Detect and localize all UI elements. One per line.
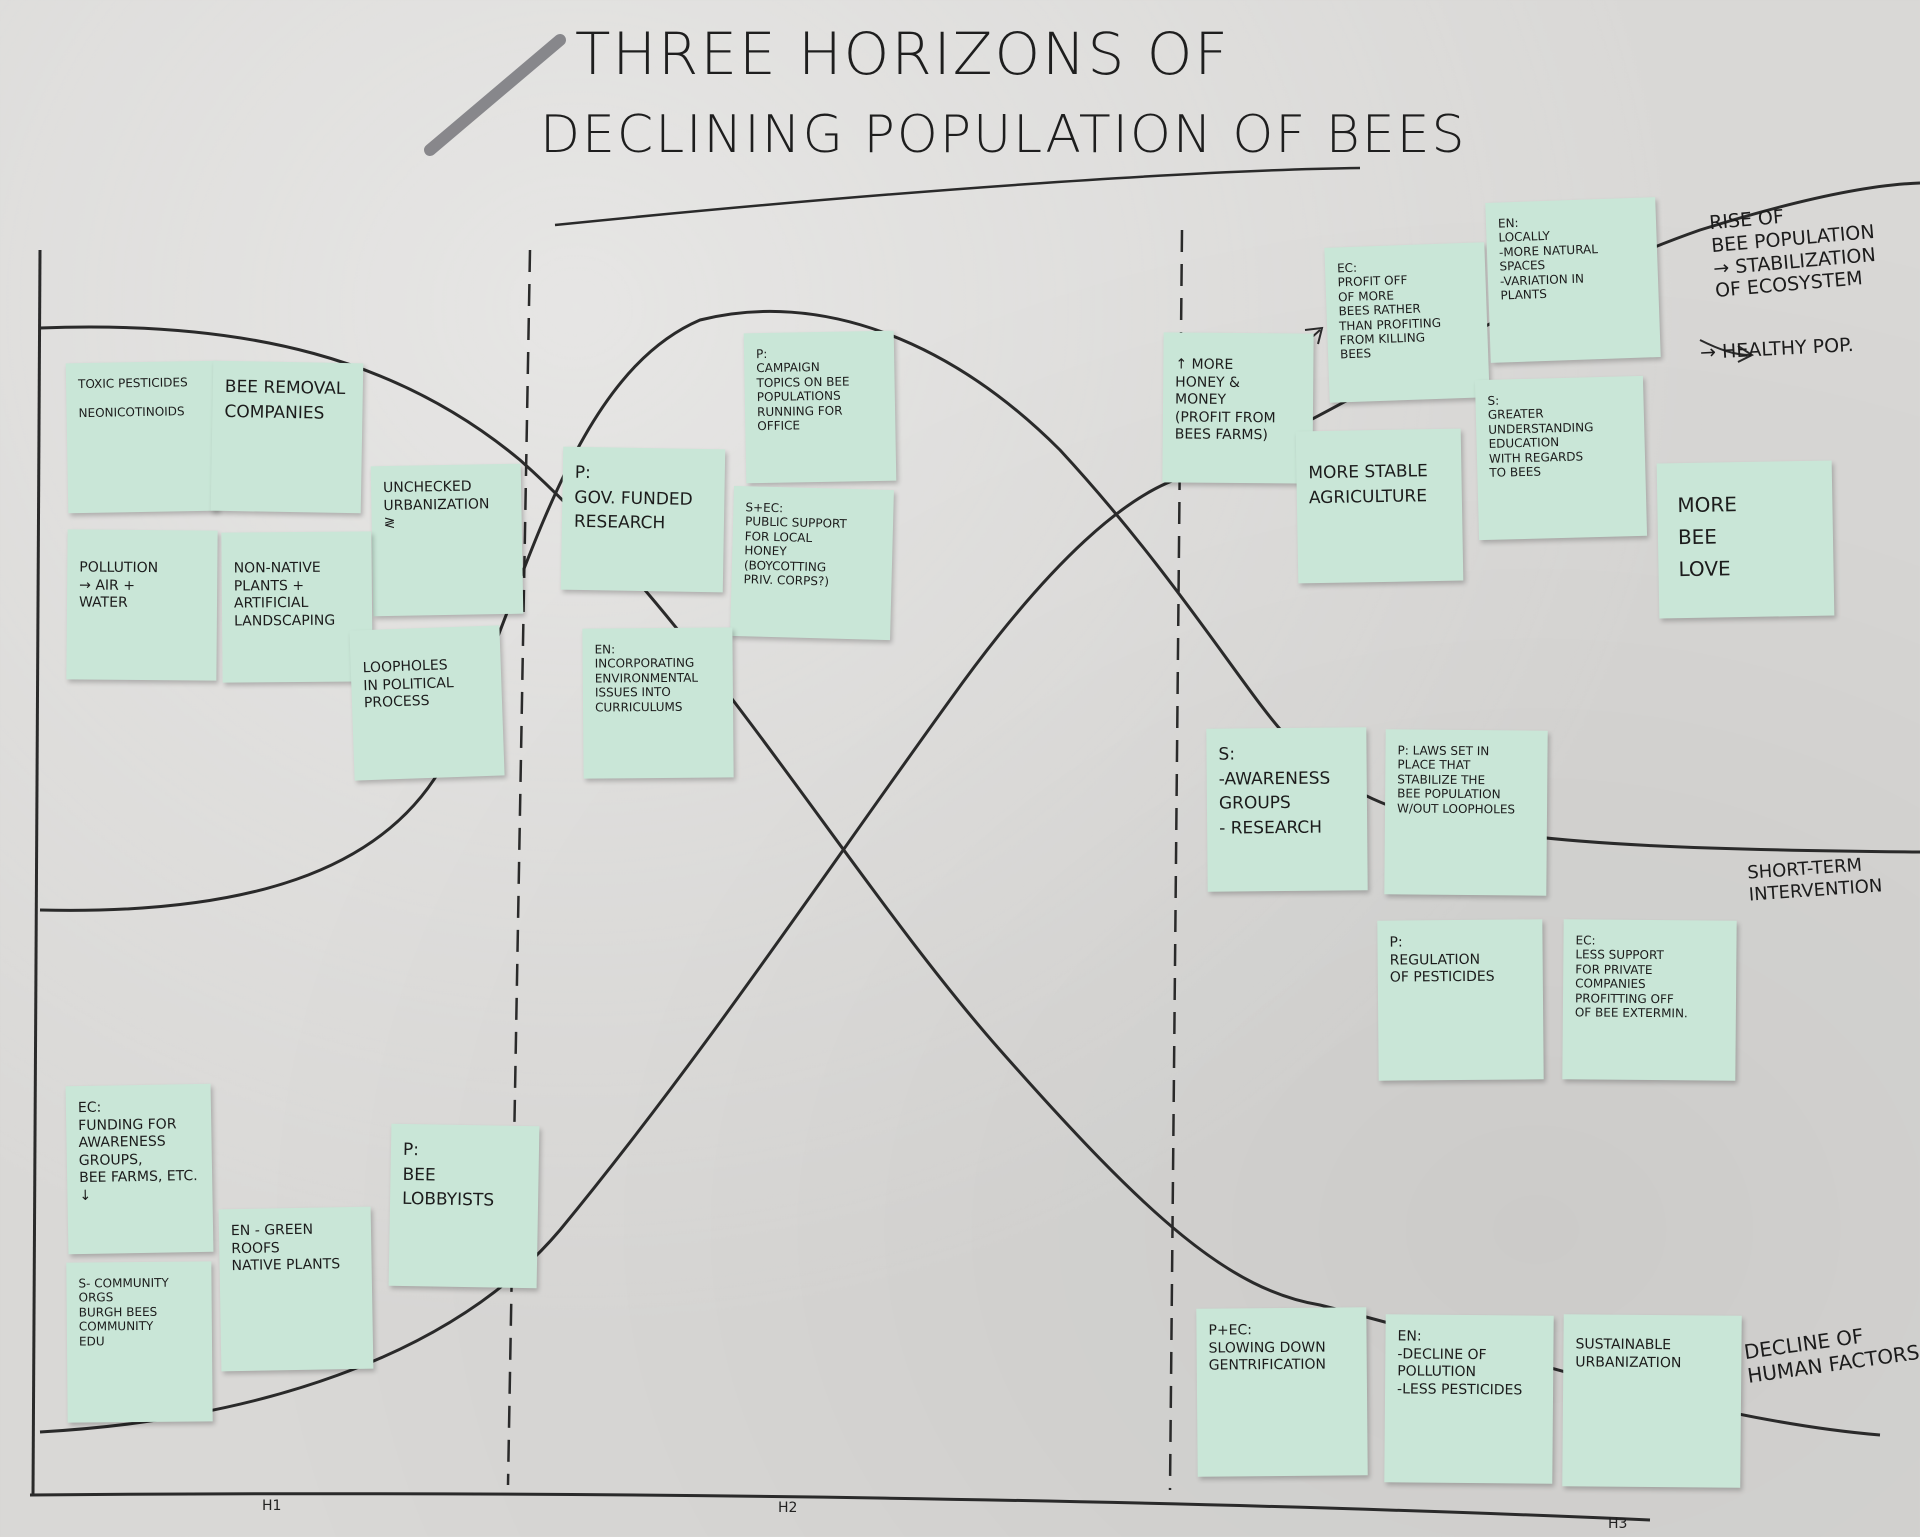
sticky-note-more-honey: ↑ MORE HONEY & MONEY (PROFIT FROM BEES F…	[1162, 332, 1314, 484]
sticky-note-ec-funding: EC: FUNDING FOR AWARENESS GROUPS, BEE FA…	[65, 1083, 214, 1255]
sticky-note-p-laws: P: LAWS SET IN PLACE THAT STABILIZE THE …	[1384, 729, 1548, 896]
sticky-note-s-community-orgs: S- COMMUNITY ORGS BURGH BEES COMMUNITY E…	[66, 1261, 213, 1423]
sticky-note-en-natural-spaces: EN: LOCALLY -MORE NATURAL SPACES -VARIAT…	[1485, 197, 1661, 363]
sticky-note-ec-less-support: EC: LESS SUPPORT FOR PRIVATE COMPANIES P…	[1562, 919, 1737, 1081]
divider-h1-h2	[506, 249, 532, 1486]
sticky-note-gov-funded-research: P: GOV. FUNDED RESEARCH	[560, 446, 726, 593]
arrow-healthy-head	[1737, 345, 1755, 363]
sticky-note-pollution: POLLUTION → AIR + WATER	[66, 529, 218, 681]
sticky-note-en-green-roofs: EN - GREEN ROOFS NATIVE PLANTS	[218, 1206, 374, 1372]
sticky-note-p-bee-lobbyists: P: BEE LOBBYISTS	[388, 1123, 540, 1289]
sticky-note-loopholes: LOOPHOLES IN POLITICAL PROCESS	[349, 625, 505, 781]
sticky-note-bee-removal: BEE REMOVAL COMPANIES	[210, 360, 364, 514]
axis-label-h3: H3	[1608, 1516, 1628, 1532]
axis-label-h2: H2	[778, 1500, 798, 1516]
title-line-1: THREE HORIZONS of	[575, 20, 1230, 88]
vertical-axis	[31, 249, 42, 1496]
axis-label-h1: H1	[262, 1498, 282, 1514]
sticky-note-s-greater-understanding: S: GREATER UNDERSTANDING EDUCATION WITH …	[1474, 375, 1648, 541]
sticky-note-en-curriculum: EN: INCORPORATING ENVIRONMENTAL ISSUES I…	[582, 627, 734, 779]
sticky-note-ec-profit: EC: PROFIT OFF OF MORE BEES RATHER THAN …	[1324, 242, 1490, 403]
pencil-shadow	[424, 34, 566, 156]
sticky-note-campaign-topics: P: CAMPAIGN TOPICS ON BEE POPULATIONS RU…	[743, 330, 897, 484]
sticky-note-s-awareness-groups: S: -AWARENESS GROUPS - RESEARCH	[1206, 727, 1368, 892]
sticky-note-sustainable-urbanization: SUSTAINABLE URBANIZATION	[1562, 1314, 1742, 1488]
sticky-note-pec-slowing-gentrification: P+EC: SLOWING DOWN GENTRIFICATION	[1196, 1307, 1368, 1477]
arrow-healthy	[1699, 339, 1751, 356]
sticky-note-more-stable-agriculture: MORE STABLE AGRICULTURE	[1295, 428, 1464, 584]
sticky-note-public-support: S+EC: PUBLIC SUPPORT FOR LOCAL HONEY (BO…	[730, 485, 894, 641]
sticky-note-p-regulation: P: REGULATION OF PESTICIDES	[1377, 919, 1544, 1081]
sticky-note-toxic-pesticides: Toxic Pesticides Neonicotinoids	[65, 360, 219, 514]
title-stroke	[360, 167, 1360, 185]
title-underline	[554, 166, 1361, 227]
sticky-note-en-decline-pollution: EN: -DECLINE OF POLLUTION -LESS PESTICID…	[1384, 1314, 1554, 1484]
horizontal-axis	[29, 1492, 1651, 1522]
arrow-honey-up-head	[1304, 326, 1324, 345]
title-line-2: DECLINING POPULATION of BEES	[540, 105, 1467, 165]
label-rise-of-bee-population: RISE OF BEE POPULATION → STABILIZATION O…	[1708, 205, 1877, 303]
sticky-note-more-bee-love: MORE BEE LOVE	[1656, 460, 1835, 619]
sticky-note-unchecked-urbanization: UNCHECKED URBANIZATION ≷	[370, 463, 524, 617]
curve-h3	[39, 181, 1920, 1434]
